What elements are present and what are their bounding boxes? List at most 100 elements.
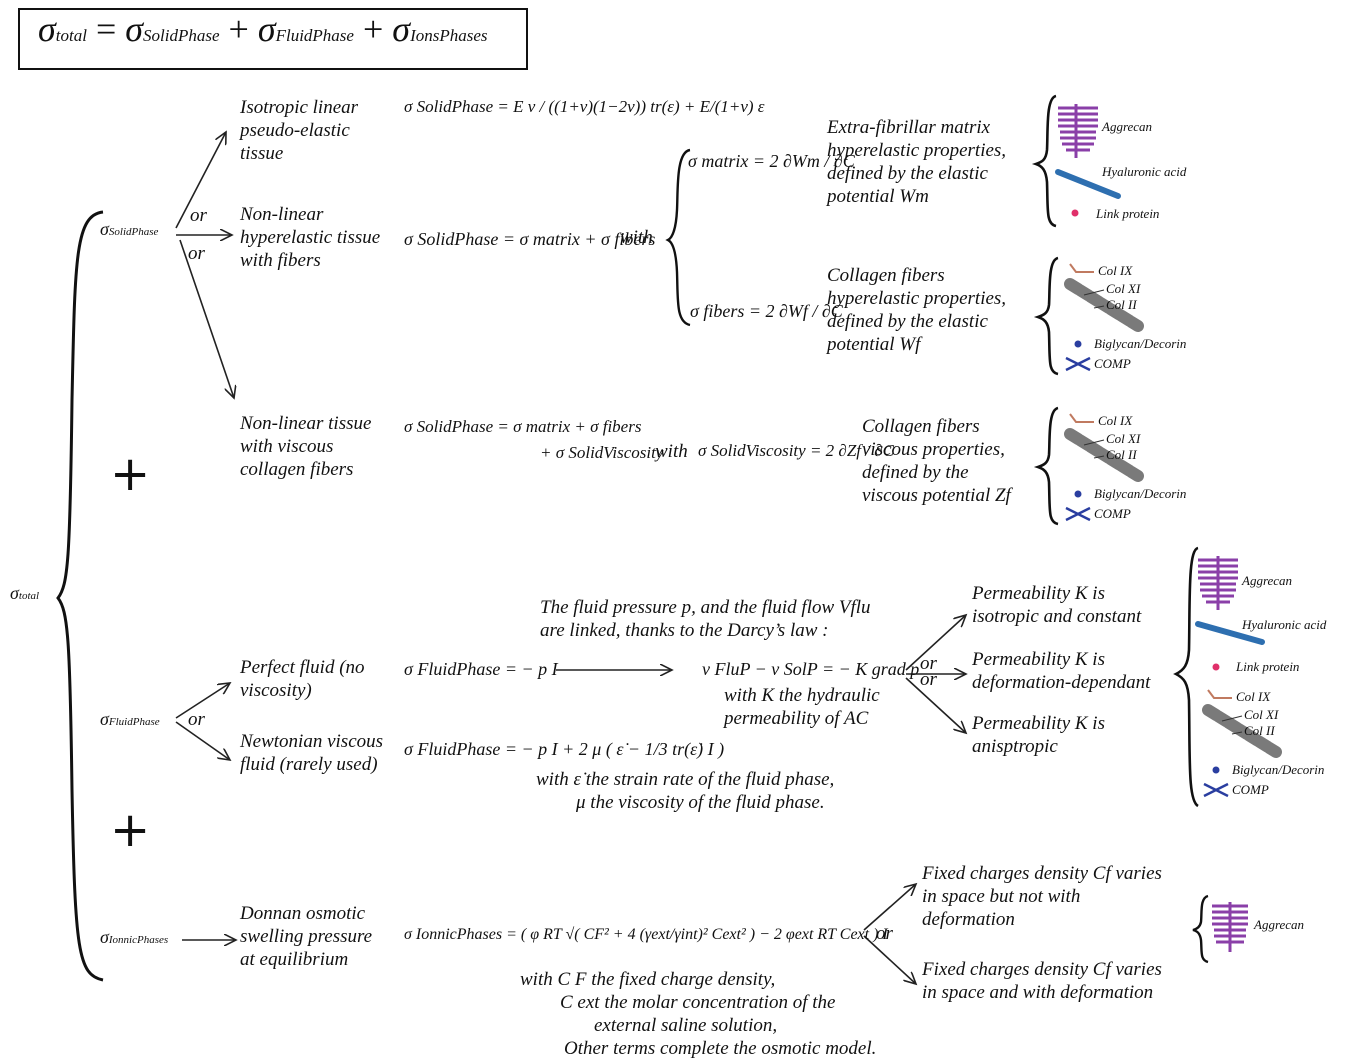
biglycan-icon: [1074, 340, 1082, 348]
collagen-fiber-icon: [1064, 278, 1144, 332]
collagen-fiber-icon: [1202, 704, 1282, 758]
ionic-note: with C F the fixed charge density, C ext…: [520, 969, 877, 1059]
collagen-fiber-icon: [1064, 428, 1144, 482]
or-label: or: [920, 669, 937, 690]
col9-label: Col IX: [1236, 689, 1271, 704]
plus-sign: +: [110, 802, 151, 858]
brace-comp-5: [1192, 894, 1209, 964]
col9-icon: [1207, 689, 1232, 699]
col9-label: Col IX: [1098, 263, 1133, 278]
solid-visc-equation-cont: + σ SolidViscosity: [540, 443, 664, 462]
matrix-equation: σ matrix = 2 ∂Wm / ∂C: [688, 151, 855, 171]
link-protein-label: Link protein: [1236, 659, 1300, 674]
col9-label: Col IX: [1098, 413, 1133, 428]
aggrecan-label: Aggrecan: [1242, 573, 1293, 588]
comp-icon: [1065, 506, 1091, 522]
arrow-solid-iso: [175, 132, 226, 229]
brace-comp-1: [1031, 94, 1057, 228]
or-label: or: [188, 243, 205, 264]
col2-label: Col II: [1244, 723, 1275, 738]
biglycan-icon: [1212, 766, 1220, 774]
arrow-solid-visc: [179, 239, 234, 398]
brace-comp-2: [1033, 256, 1059, 376]
brace-comp-4: [1173, 546, 1199, 808]
or-label: or: [876, 923, 893, 944]
root-sigma-label: σtotal: [10, 583, 40, 603]
or-label: or: [188, 709, 205, 730]
aggrecan-icon: [1198, 556, 1238, 610]
or-label: or: [190, 205, 207, 226]
hyaluronic-icon: [1195, 621, 1265, 645]
ionic-phase-label: σIonnicPhases: [100, 927, 169, 947]
comp-icon: [1203, 782, 1229, 798]
darcy-equation: v FluP − v SolP = − K grad p: [702, 659, 920, 679]
col2-label: Col II: [1106, 297, 1137, 312]
plus-sign: +: [110, 446, 151, 502]
col9-icon: [1069, 413, 1094, 423]
brace-comp-3: [1033, 406, 1059, 526]
arrow-fluid-newton: [175, 721, 230, 760]
with-label: with: [655, 441, 688, 462]
col11-label: Col XI: [1106, 431, 1141, 446]
arrow-perm-1: [905, 615, 966, 671]
col11-label: Col XI: [1244, 707, 1279, 722]
or-label: or: [920, 653, 937, 674]
arrow-perm-3: [905, 677, 966, 733]
aggrecan-label: Aggrecan: [1102, 119, 1153, 134]
darcy-intro: The fluid pressure p, and the fluid flow…: [540, 597, 871, 641]
biglycan-label: Biglycan/Decorin: [1094, 336, 1187, 351]
arrow-cf-2: [863, 935, 916, 984]
solid-visc-equation: σ SolidPhase = σ matrix + σ fibers: [404, 417, 642, 436]
newtonian-note: with ε̇ the strain rate of the fluid pha…: [536, 769, 835, 813]
hyaluronic-label: Hyaluronic acid: [1102, 164, 1187, 179]
comp-label: COMP: [1094, 506, 1131, 521]
hyaluronic-icon: [1055, 169, 1121, 199]
link-protein-icon: [1212, 663, 1220, 671]
comp-label: COMP: [1232, 782, 1269, 797]
solid-hyper-equation: σ SolidPhase = σ matrix + σ fibers: [404, 229, 656, 249]
comp-icon: [1065, 356, 1091, 372]
arrow-cf-1: [863, 884, 916, 931]
link-protein-icon: [1071, 209, 1079, 217]
biglycan-icon: [1074, 490, 1082, 498]
with-brace: [665, 148, 691, 327]
biglycan-label: Biglycan/Decorin: [1094, 486, 1187, 501]
solid-iso-equation: σ SolidPhase = E ν / ((1+ν)(1−2ν)) tr(ε)…: [404, 97, 765, 116]
aggrecan-label: Aggrecan: [1254, 917, 1305, 932]
header-equation: σtotal = σSolidPhase + σFluidPhase + σIo…: [38, 9, 488, 49]
col9-icon: [1069, 263, 1094, 273]
newtonian-equation: σ FluidPhase = − p I + 2 μ ( ε̇ − 1/3 tr…: [404, 739, 725, 759]
aggrecan-icon: [1058, 104, 1098, 158]
aggrecan-icon: [1212, 902, 1248, 952]
link-protein-label: Link protein: [1096, 206, 1160, 221]
solid-phase-label: σSolidPhase: [100, 219, 159, 239]
fibers-equation: σ fibers = 2 ∂Wf / ∂C: [690, 301, 843, 321]
arrow-fluid-perfect: [175, 683, 230, 719]
col2-label: Col II: [1106, 447, 1137, 462]
root-brace: [56, 210, 104, 982]
perfect-fluid-equation: σ FluidPhase = − p I: [404, 659, 558, 679]
total-stress-header: σtotal = σSolidPhase + σFluidPhase + σIo…: [18, 8, 528, 70]
ionic-equation: σ IonnicPhases = ( φ RT √( CF² + 4 (γext…: [404, 926, 888, 943]
col11-label: Col XI: [1106, 281, 1141, 296]
solid-viscosity-equation: σ SolidViscosity = 2 ∂Zf / ∂C: [698, 441, 894, 460]
with-label: with: [620, 227, 653, 248]
hyaluronic-label: Hyaluronic acid: [1242, 617, 1327, 632]
comp-label: COMP: [1094, 356, 1131, 371]
